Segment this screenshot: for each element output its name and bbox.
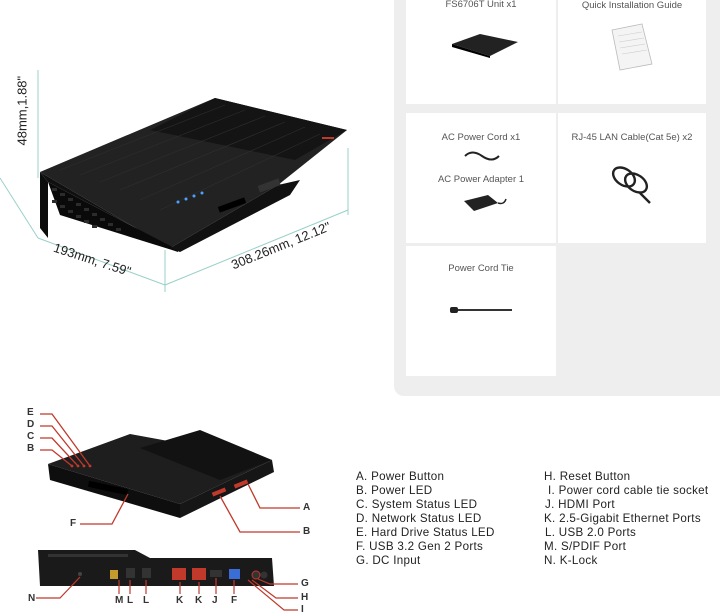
callout-g: G <box>301 578 309 589</box>
contents-item-label: AC Power Cord x1 <box>441 132 521 143</box>
callout-j: J <box>212 595 218 606</box>
product-dimension-figure: 48mm,1.88" 193mm, 7.59" 308.26mm, 12.12" <box>0 60 390 300</box>
contents-item-label: Quick Installation Guide <box>581 0 683 11</box>
callout-c: C <box>27 431 35 442</box>
port-legend: A. Power Button B. Power LED C. System S… <box>356 470 720 570</box>
unit-thumbnail-icon <box>452 34 518 58</box>
legend-item: J. HDMI Port <box>545 498 615 511</box>
front-callout-figure: E D C B F A B <box>0 400 330 540</box>
power-adapter-icon <box>464 195 507 211</box>
legend-item: B. Power LED <box>356 484 433 497</box>
callout-l1: L <box>127 595 134 606</box>
legend-item: G. DC Input <box>356 554 421 567</box>
contents-item-label: Power Cord Tie <box>448 263 514 274</box>
callout-a: A <box>303 502 311 513</box>
lan-cable-icon <box>611 166 651 204</box>
contents-cell-guide: Quick Installation Guide <box>558 0 706 104</box>
legend-item: N. K-Lock <box>544 554 598 567</box>
legend-item: H. Reset Button <box>544 470 631 483</box>
legend-item: D. Network Status LED <box>356 512 482 525</box>
contents-item-label: AC Power Adapter 1 <box>437 174 525 185</box>
callout-d: D <box>27 419 35 430</box>
callout-f-front: F <box>70 518 77 529</box>
legend-item: A. Power Button <box>356 470 445 483</box>
callout-l2: L <box>143 595 150 606</box>
contents-cell-lan: RJ-45 LAN Cable(Cat 5e) x2 <box>558 113 706 243</box>
callout-i: I <box>301 604 304 615</box>
callout-k1: K <box>176 595 184 606</box>
legend-item: E. Hard Drive Status LED <box>356 526 495 539</box>
callout-m: M <box>115 595 124 606</box>
callout-k2: K <box>195 595 203 606</box>
callout-f-back: F <box>231 595 238 606</box>
contents-cell-power: AC Power Cord x1 AC Power Adapter 1 <box>406 113 556 243</box>
callout-e: E <box>27 407 34 418</box>
legend-item: M. S/PDIF Port <box>544 540 627 553</box>
legend-item: F. USB 3.2 Gen 2 Ports <box>356 540 484 553</box>
guide-booklet-icon <box>611 23 653 71</box>
cable-tie-icon <box>450 307 512 313</box>
contents-cell-tie: Power Cord Tie <box>406 246 556 376</box>
contents-item-label: FS6706T Unit x1 <box>445 0 517 10</box>
height-dimension-label: 48mm,1.88" <box>14 75 30 146</box>
callout-b-right: B <box>303 526 311 537</box>
power-cord-icon <box>464 151 500 161</box>
nas-front-illustration <box>40 413 300 533</box>
legend-item: C. System Status LED <box>356 498 478 511</box>
legend-item: K. 2.5-Gigabit Ethernet Ports <box>544 512 701 525</box>
nas-device-illustration <box>0 70 349 292</box>
legend-item: I. Power cord cable tie socket <box>548 484 709 497</box>
rear-callout-figure: N M L L K K J F G H I <box>0 544 330 615</box>
legend-item: L. USB 2.0 Ports <box>545 526 637 539</box>
callout-h: H <box>301 592 309 603</box>
callout-b-left: B <box>27 443 35 454</box>
contents-cell-unit: FS6706T Unit x1 <box>406 0 556 104</box>
callout-n: N <box>28 593 36 604</box>
contents-item-label: RJ-45 LAN Cable(Cat 5e) x2 <box>571 132 693 143</box>
package-contents-panel: FS6706T Unit x1 Quick Installation Guide… <box>394 0 720 396</box>
nas-rear-illustration <box>36 550 298 611</box>
